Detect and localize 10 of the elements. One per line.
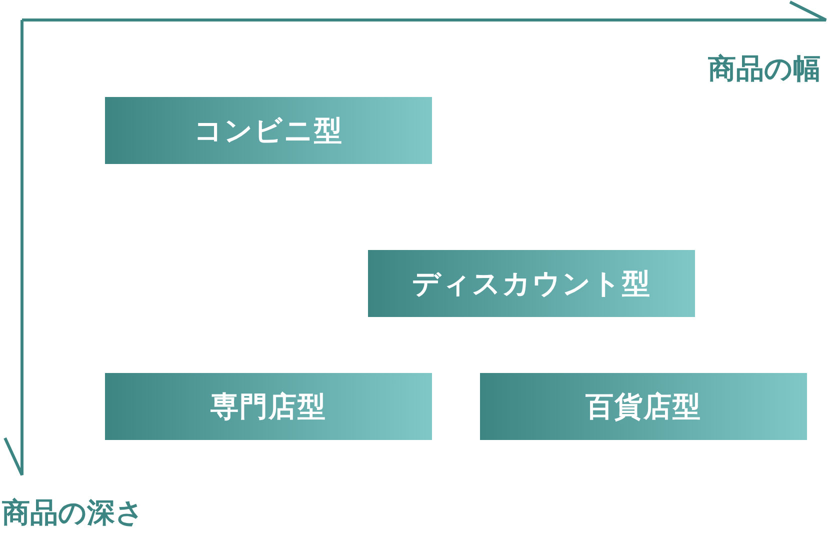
category-box xyxy=(105,97,432,164)
axis-label: 商品の深さ xyxy=(2,495,144,531)
category-label: ディスカウント型 xyxy=(412,266,651,302)
category-box xyxy=(480,373,807,440)
category-label: 百貨店型 xyxy=(586,388,702,424)
category-label: 専門店型 xyxy=(210,388,326,424)
category-box xyxy=(368,250,695,317)
axis-label: 商品の幅 xyxy=(708,51,821,87)
category-box xyxy=(105,373,432,440)
category-label: コンビニ型 xyxy=(194,112,343,148)
